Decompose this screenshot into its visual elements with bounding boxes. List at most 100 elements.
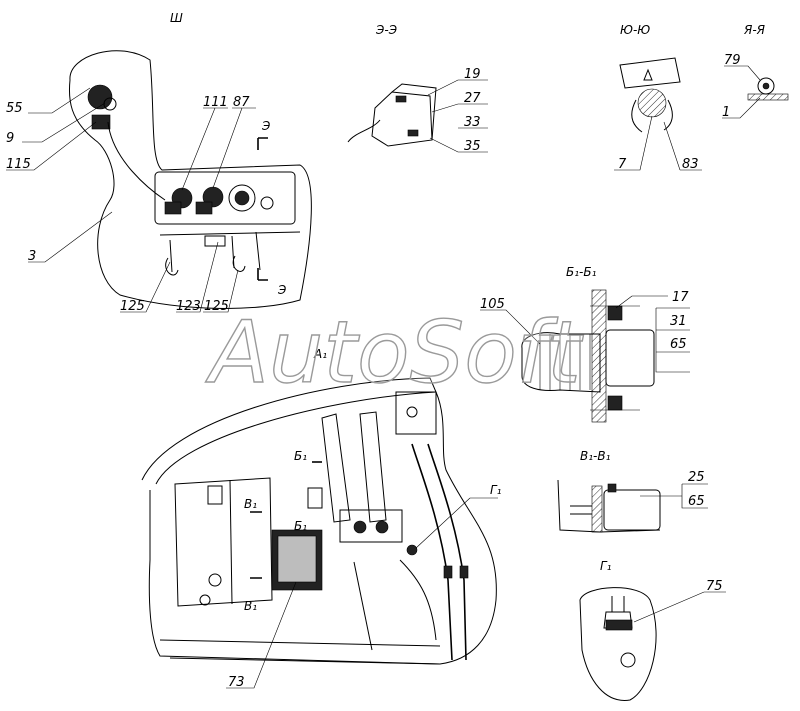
callout-19: 19 bbox=[464, 67, 481, 82]
callout-115: 115 bbox=[6, 157, 31, 172]
callout-9: 9 bbox=[6, 131, 14, 146]
leader-17 bbox=[615, 295, 668, 309]
leader-123 bbox=[176, 241, 219, 313]
trailer-socket bbox=[228, 184, 256, 212]
callout-125a: 125 bbox=[120, 299, 145, 314]
section-title-g1: Г₁ bbox=[600, 559, 612, 573]
callout-55: 55 bbox=[6, 101, 23, 116]
v1-outline bbox=[557, 479, 661, 533]
leader-bracket-31-65 bbox=[655, 307, 690, 373]
leader-125a bbox=[120, 261, 171, 313]
view-sh: Ш Э Э 55 9 115 111 87 bbox=[6, 11, 312, 314]
connector-9 bbox=[103, 97, 117, 111]
wall-hatch bbox=[591, 289, 607, 423]
upper-bracket-hole bbox=[406, 406, 418, 418]
leader-105 bbox=[480, 309, 541, 345]
leader-87 bbox=[212, 107, 256, 189]
lower-bracket bbox=[159, 231, 301, 273]
cut-e-top bbox=[257, 137, 268, 150]
callout-17: 17 bbox=[672, 290, 689, 305]
relay-terminal-a bbox=[395, 95, 407, 103]
cut-e-bottom bbox=[257, 268, 268, 281]
callout-123: 123 bbox=[176, 299, 201, 314]
callout-33: 33 bbox=[464, 115, 481, 130]
section-ya-ya: Я-Я 79 1 bbox=[722, 23, 789, 120]
section-v1-v1: В₁-В₁ 25 65 bbox=[557, 449, 708, 533]
nut-bottom bbox=[607, 395, 623, 411]
cut-label-a1: А₁ bbox=[313, 347, 327, 361]
harness-c bbox=[399, 559, 437, 641]
pedal-spring-a bbox=[353, 520, 367, 534]
leader-115 bbox=[6, 121, 97, 171]
v1-pin bbox=[570, 505, 592, 515]
callout-125b: 125 bbox=[204, 299, 229, 314]
clamps bbox=[165, 231, 261, 276]
bellows-ribs bbox=[539, 334, 591, 390]
bolts bbox=[590, 305, 640, 411]
relay-side bbox=[391, 83, 437, 141]
clamp-79 bbox=[757, 77, 775, 95]
relay-terminal-b bbox=[407, 129, 419, 137]
g1-outline bbox=[579, 587, 657, 701]
cut-label-b1-top: Б₁ bbox=[294, 449, 307, 463]
section-e-e: Э-Э 19 27 33 35 bbox=[347, 23, 488, 154]
panel-knob-b bbox=[199, 594, 211, 606]
callout-1: 1 bbox=[722, 105, 730, 120]
sensor-body-65 bbox=[603, 489, 661, 531]
callout-65b: 65 bbox=[688, 494, 705, 509]
callout-111: 111 bbox=[203, 95, 228, 110]
callout-75: 75 bbox=[706, 579, 723, 594]
cab-floor bbox=[159, 639, 441, 665]
relay-wire bbox=[347, 119, 381, 143]
base-plate-1 bbox=[747, 93, 789, 101]
upper-bracket bbox=[395, 391, 437, 435]
bellows-boot bbox=[521, 332, 601, 393]
ecu-73-face bbox=[277, 535, 317, 583]
section-b1-b1: Б₁-Б₁ 17 31 65 105 bbox=[480, 265, 690, 423]
section-title-e-e: Э-Э bbox=[375, 23, 398, 37]
sensor-75-base bbox=[605, 619, 633, 631]
section-title-b1-b1: Б₁-Б₁ bbox=[566, 265, 597, 279]
cab-outline bbox=[148, 391, 497, 665]
housing-part bbox=[619, 57, 681, 89]
panel-switch bbox=[207, 485, 223, 505]
cut-label-g1: Г₁ bbox=[490, 483, 502, 497]
leader-35 bbox=[429, 137, 488, 153]
main-cab-view: В₁ В₁ Б₁ Б₁ А₁ Г₁ 73 bbox=[141, 347, 502, 690]
leader-25-65 bbox=[640, 483, 708, 509]
v1-wall bbox=[591, 485, 603, 533]
section-title-yu-yu: Ю-Ю bbox=[620, 23, 650, 37]
connector-115 bbox=[91, 114, 111, 130]
leader-79 bbox=[724, 65, 761, 81]
cut-label-e-top: Э bbox=[261, 119, 271, 133]
arrow-marker bbox=[643, 68, 653, 81]
connector-body-b bbox=[195, 201, 213, 215]
leader-73 bbox=[226, 581, 297, 689]
cut-label-v1-top: В₁ bbox=[244, 497, 257, 511]
cut-label-b1-small: Б₁ bbox=[294, 519, 307, 533]
callout-83: 83 bbox=[682, 157, 699, 172]
lower-rod bbox=[353, 561, 373, 651]
wire-bundle bbox=[637, 88, 667, 118]
watermark: AutoSoft bbox=[205, 303, 584, 403]
callout-73: 73 bbox=[228, 675, 245, 690]
connector-body-a bbox=[164, 201, 182, 215]
ecu-connector bbox=[307, 487, 323, 509]
leader-55 bbox=[28, 87, 91, 114]
leader-83 bbox=[663, 121, 702, 171]
leader-111 bbox=[181, 107, 228, 191]
leader-3 bbox=[28, 211, 113, 263]
pedal-levers bbox=[321, 411, 387, 523]
harness-b bbox=[427, 443, 467, 661]
callout-65a: 65 bbox=[670, 337, 687, 352]
harness-connector-a bbox=[443, 565, 453, 579]
cut-label-v1-bottom: В₁ bbox=[244, 599, 257, 613]
callout-79: 79 bbox=[724, 53, 741, 68]
view-sh-outline bbox=[68, 50, 312, 309]
callout-25: 25 bbox=[688, 470, 705, 485]
leader-27 bbox=[431, 103, 488, 113]
panel-knob-a bbox=[208, 573, 222, 587]
v1-nut bbox=[607, 483, 617, 493]
harness-a bbox=[411, 443, 453, 661]
